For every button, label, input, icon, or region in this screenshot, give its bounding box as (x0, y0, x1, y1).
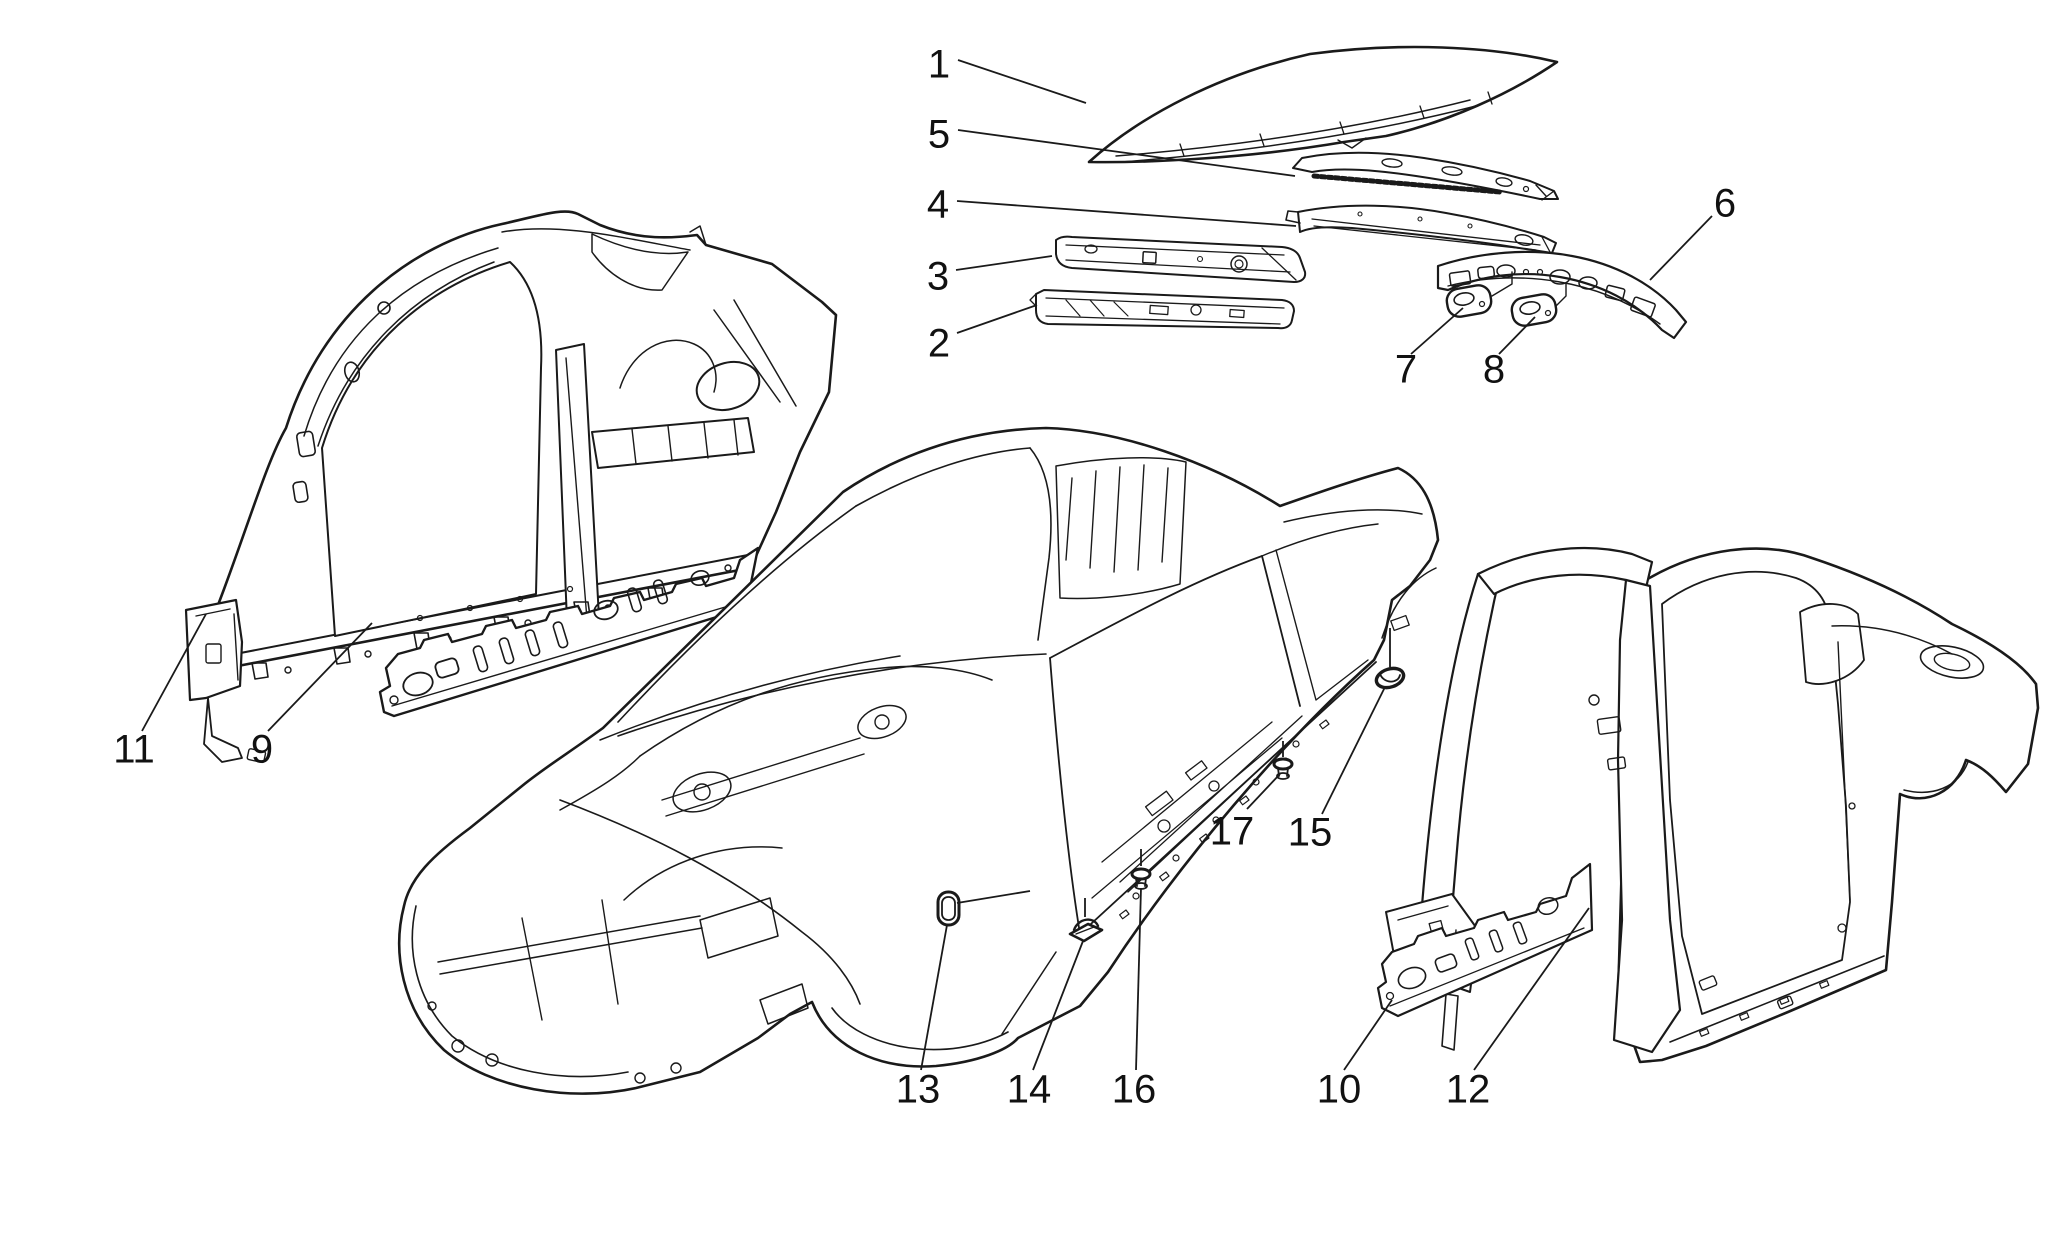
grommet-plate-right (1510, 283, 1567, 327)
part-number-retaining-clip: 14 (1007, 1067, 1052, 1111)
callout-rear-header-panel: 6 (1649, 181, 1736, 281)
leader-line-retaining-clip (1032, 940, 1084, 1071)
part-number-roof-front-trim-strip: 5 (928, 112, 950, 156)
callout-oval-grommet: 13 (896, 890, 1031, 1111)
windscreen-header-rail (1285, 204, 1557, 254)
leader-line-rear-inner-sill-panel (1343, 999, 1393, 1071)
rear-header-panel (1436, 250, 1688, 340)
callout-left-side-frame: 11 (113, 613, 207, 771)
push-pin-front (1130, 867, 1152, 890)
part-number-push-pin-rear: 17 (1210, 809, 1255, 853)
callout-outer-side-panel: 12 (1446, 907, 1590, 1111)
leader-line-oval-grommet (920, 924, 948, 1071)
part-number-inner-sill-panel: 9 (251, 727, 273, 771)
part-number-windscreen-header-rail: 4 (927, 182, 949, 226)
part-number-grommet-plate-right: 8 (1483, 347, 1505, 391)
retaining-clip (1068, 918, 1104, 943)
leader-line-grommet-plate-right (1498, 316, 1536, 355)
oval-grommet (936, 890, 961, 927)
leader-line-left-side-frame (141, 613, 207, 732)
callout-roof-panel: 1 (928, 42, 1087, 104)
part-number-push-pin-front: 16 (1112, 1067, 1157, 1111)
roof-panel (1087, 45, 1559, 164)
callout-push-pin-rear: 17 (1210, 741, 1284, 853)
left-side-frame-assembly (184, 210, 838, 764)
right-inner-side-frame (1376, 546, 1682, 1054)
leader-line-roof-panel (957, 59, 1087, 104)
leader-line-roof-front-trim-strip (957, 129, 1296, 177)
callout-roof-front-trim-strip: 5 (928, 112, 1296, 177)
leader-line-parcel-shelf-inner-panel (956, 304, 1038, 334)
part-number-sill-grommet: 15 (1288, 810, 1333, 854)
leader-line-parcel-shelf-outer-panel (955, 255, 1053, 271)
leader-line-rear-header-panel (1649, 215, 1713, 281)
part-number-left-side-frame: 11 (113, 727, 155, 771)
part-number-rear-inner-sill-panel: 10 (1317, 1067, 1362, 1111)
callout-parcel-shelf-outer-panel: 3 (927, 254, 1053, 298)
leader-line-push-pin-rear (1246, 773, 1281, 810)
leader-line-inner-sill-panel (267, 622, 373, 732)
leader-line-oval-grommet (956, 890, 1031, 904)
leader-line-grommet-plate-left (1410, 307, 1464, 355)
inner-sill-panel (378, 546, 760, 718)
leader-line-outer-side-panel (1473, 907, 1590, 1071)
quarter-window-opening (695, 360, 761, 412)
callout-retaining-clip: 14 (1007, 898, 1086, 1111)
part-number-parcel-shelf-outer-panel: 3 (927, 254, 949, 298)
callout-grommet-plate-right: 8 (1483, 316, 1536, 391)
callout-parcel-shelf-inner-panel: 2 (928, 304, 1038, 365)
roof-front-trim-strip (1292, 151, 1559, 201)
callout-inner-sill-panel: 9 (251, 622, 373, 771)
leader-line-windscreen-header-rail (956, 200, 1297, 227)
outer-side-panel (1616, 547, 2040, 1064)
parcel-shelf-outer-panel (1055, 235, 1307, 283)
callout-sill-grommet: 15 (1288, 628, 1391, 854)
part-number-parcel-shelf-inner-panel: 2 (928, 321, 950, 365)
leader-line-push-pin-front (1135, 887, 1142, 1071)
part-number-grommet-plate-left: 7 (1395, 347, 1417, 391)
grommet-plate-left (1445, 271, 1513, 318)
parcel-shelf-inner-panel (1029, 289, 1295, 330)
callout-rear-inner-sill-panel: 10 (1317, 999, 1393, 1111)
sill-grommet (1374, 666, 1406, 690)
callout-push-pin-front: 16 (1112, 849, 1157, 1111)
part-number-rear-header-panel: 6 (1714, 181, 1736, 225)
push-pin-rear (1272, 757, 1294, 780)
rear-inner-sill-panel (1376, 862, 1594, 1018)
part-number-roof-panel: 1 (928, 42, 950, 86)
callout-windscreen-header-rail: 4 (927, 182, 1297, 227)
leader-line-sill-grommet (1321, 686, 1386, 815)
callout-grommet-plate-left: 7 (1395, 307, 1464, 391)
part-number-outer-side-panel: 12 (1446, 1067, 1491, 1111)
part-number-oval-grommet: 13 (896, 1067, 941, 1111)
body-shell (398, 426, 1440, 1095)
